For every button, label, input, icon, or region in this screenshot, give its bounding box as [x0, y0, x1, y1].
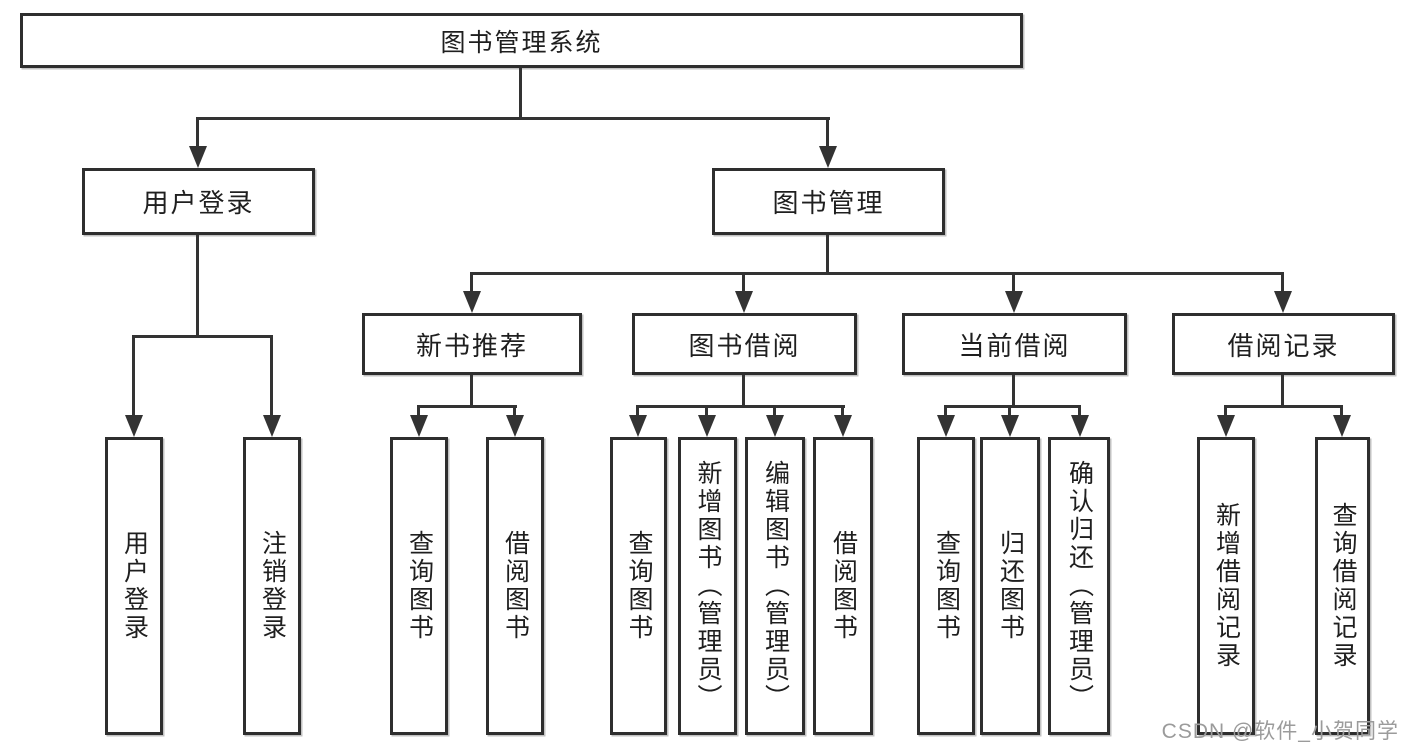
leaf-record-query-borrow-record: 查询借阅记录: [1315, 437, 1370, 735]
connector-line: [742, 272, 745, 294]
arrowhead-icon: [506, 415, 524, 437]
connector-line: [826, 117, 829, 150]
connector-line: [841, 405, 844, 418]
arrowhead-icon: [410, 415, 428, 437]
arrowhead-icon: [819, 146, 837, 168]
connector-line: [636, 405, 639, 418]
node-user-login: 用户登录: [82, 168, 315, 235]
connector-line: [196, 117, 830, 120]
connector-line: [470, 272, 473, 294]
arrowhead-icon: [1005, 291, 1023, 313]
connector-line: [470, 375, 473, 405]
connector-line: [826, 235, 829, 272]
arrowhead-icon: [1001, 415, 1019, 437]
connector-line: [636, 405, 845, 408]
connector-line: [944, 405, 1081, 408]
connector-line: [1281, 375, 1284, 405]
arrowhead-icon: [125, 415, 143, 437]
connector-line: [1012, 375, 1015, 405]
leaf-borrow-edit-books-admin: 编辑图书（管理员）: [745, 437, 805, 735]
leaf-current-return-books: 归还图书: [980, 437, 1040, 735]
leaf-newbook-query-books: 查询图书: [390, 437, 448, 735]
connector-line: [1224, 405, 1343, 408]
connector-line: [132, 335, 135, 419]
connector-line: [1078, 405, 1081, 418]
connector-line: [705, 405, 708, 418]
arrowhead-icon: [766, 415, 784, 437]
connector-line: [417, 405, 420, 418]
connector-line: [1008, 405, 1011, 418]
connector-line: [1281, 272, 1284, 294]
connector-line: [417, 405, 517, 408]
connector-line: [270, 335, 273, 419]
arrowhead-icon: [629, 415, 647, 437]
leaf-borrow-add-books-admin: 新增图书（管理员）: [678, 437, 737, 735]
arrowhead-icon: [834, 415, 852, 437]
arrowhead-icon: [1071, 415, 1089, 437]
arrowhead-icon: [1274, 291, 1292, 313]
csdn-watermark: CSDN @软件_小贺同学: [1161, 720, 1399, 743]
connector-line: [773, 405, 776, 418]
leaf-current-query-books: 查询图书: [917, 437, 975, 735]
arrowhead-icon: [189, 146, 207, 168]
leaf-logout: 注销登录: [243, 437, 301, 735]
connector-line: [1224, 405, 1227, 418]
connector-line: [470, 272, 1284, 275]
node-root-library-system: 图书管理系统: [20, 13, 1023, 68]
arrowhead-icon: [1217, 415, 1235, 437]
connector-line: [1340, 405, 1343, 418]
leaf-user-login: 用户登录: [105, 437, 163, 735]
connector-line: [132, 335, 273, 338]
leaf-borrow-borrow-books: 借阅图书: [813, 437, 873, 735]
arrowhead-icon: [263, 415, 281, 437]
arrowhead-icon: [463, 291, 481, 313]
connector-line: [742, 375, 745, 405]
connector-line: [196, 235, 199, 335]
node-book-borrowing: 图书借阅: [632, 313, 857, 375]
leaf-current-confirm-return-admin: 确认归还（管理员）: [1048, 437, 1110, 735]
connector-line: [196, 117, 199, 150]
node-new-book-recommend: 新书推荐: [362, 313, 582, 375]
arrowhead-icon: [937, 415, 955, 437]
arrowhead-icon: [1333, 415, 1351, 437]
connector-line: [1012, 272, 1015, 294]
leaf-record-add-borrow-record: 新增借阅记录: [1197, 437, 1255, 735]
connector-line: [519, 68, 522, 117]
leaf-borrow-query-books: 查询图书: [610, 437, 667, 735]
arrowhead-icon: [735, 291, 753, 313]
node-book-management: 图书管理: [712, 168, 945, 235]
arrowhead-icon: [698, 415, 716, 437]
connector-line: [513, 405, 516, 418]
connector-line: [944, 405, 947, 418]
node-current-borrowing: 当前借阅: [902, 313, 1127, 375]
node-borrow-records: 借阅记录: [1172, 313, 1395, 375]
leaf-newbook-borrow-books: 借阅图书: [486, 437, 544, 735]
